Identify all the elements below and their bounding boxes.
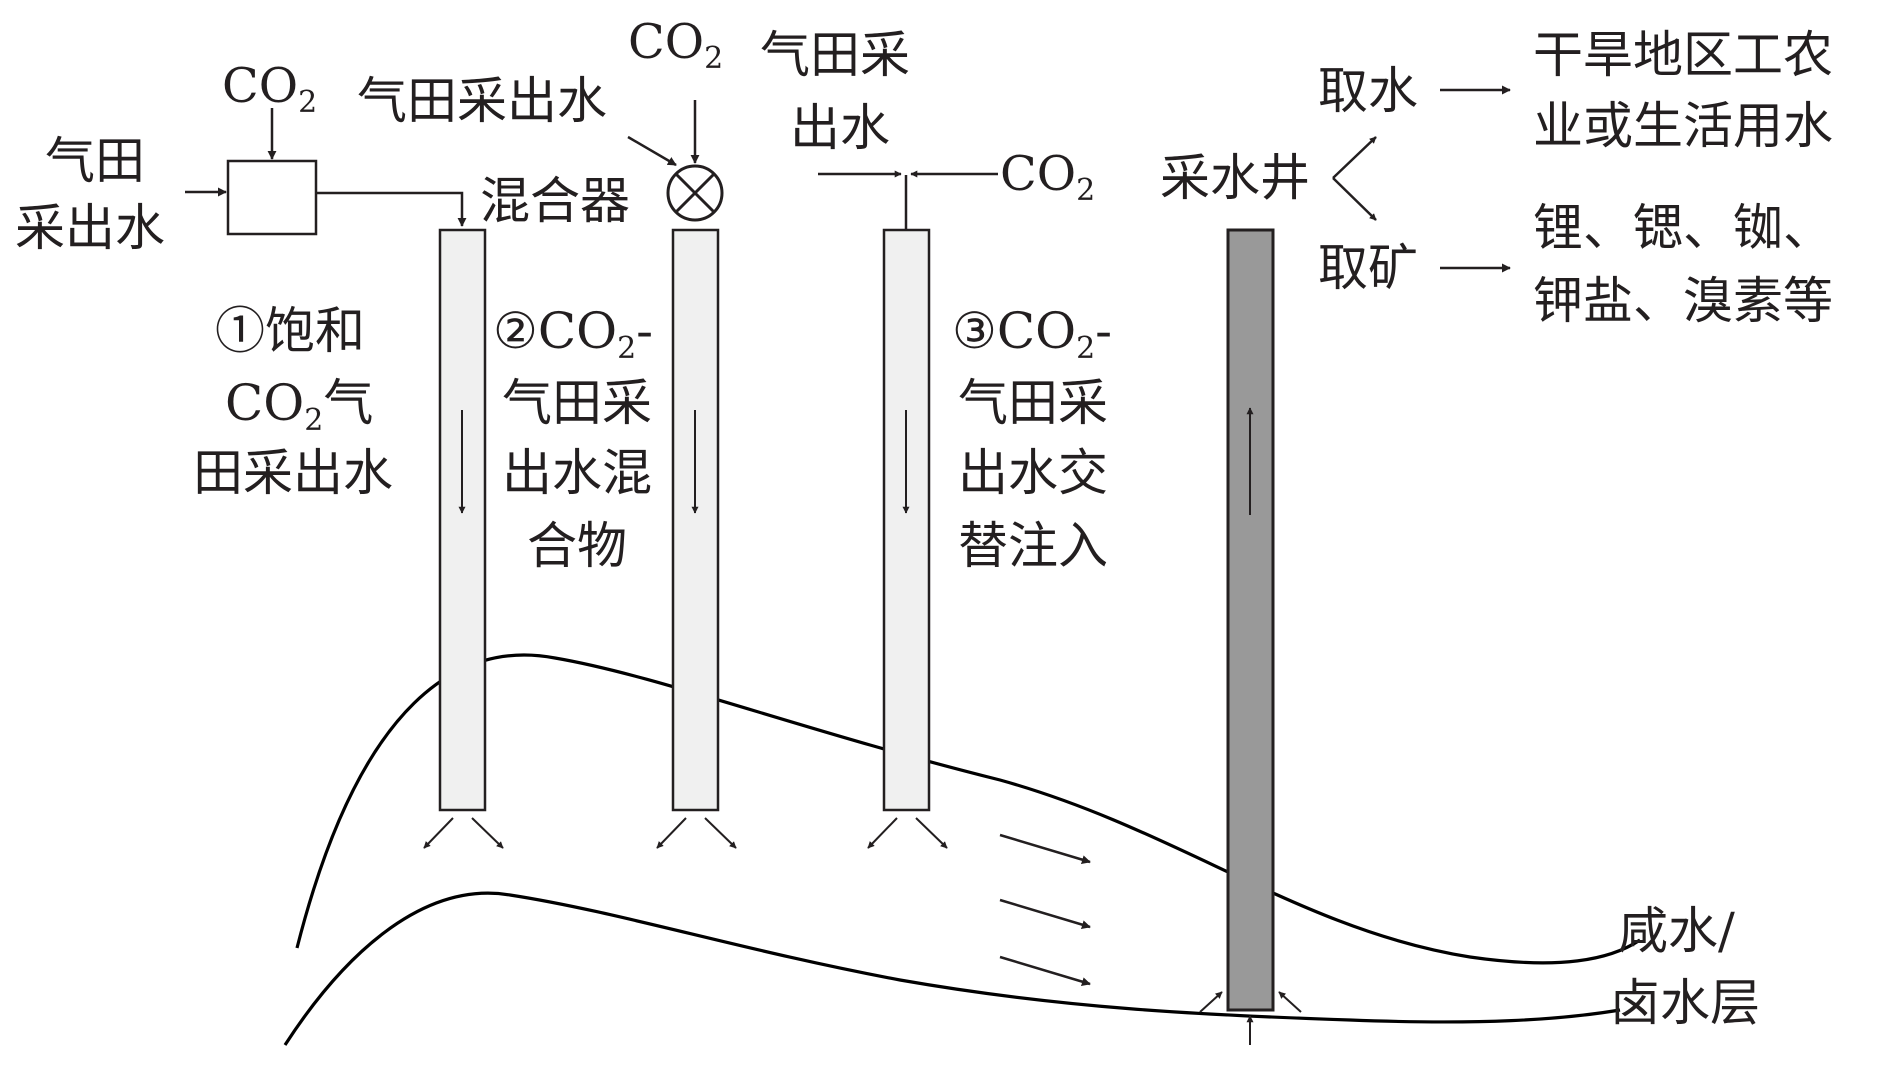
outflow-arrow-2b (704, 817, 737, 849)
outflow-arrow-1b (471, 817, 504, 849)
brine-layer-lower-boundary (283, 891, 1621, 1046)
method3-line4: 替注入 (958, 517, 1108, 575)
mixer-symbol (666, 164, 724, 222)
inflow-arrow-left (1199, 991, 1223, 1013)
method1-line2: CO2气 (225, 374, 373, 438)
method2-line3: 出水混 (502, 444, 652, 502)
inflow-arrow-right (1278, 991, 1302, 1013)
co2-label-mixer: CO2 (628, 14, 723, 76)
tank-to-well1-pipe (316, 191, 467, 227)
method3-line2: 气田采 (958, 374, 1108, 432)
outflow-arrow-1a (423, 817, 454, 849)
brine-layer-label-1: 咸水/ (1618, 902, 1735, 960)
outflow-arrow-2a (656, 817, 687, 849)
gasfield-water-label-col3-1: 气田采 (760, 26, 910, 84)
water-use-line1: 干旱地区工农 (1533, 26, 1833, 84)
brine-layer-label-2: 卤水层 (1610, 974, 1760, 1032)
take-water-label: 取水 (1318, 62, 1418, 120)
gasfield-water-label-col3-2: 出水 (790, 99, 890, 157)
migration-arrow-1 (999, 833, 1091, 864)
minerals-line1: 锂、锶、铷、 (1533, 199, 1833, 257)
outflow-arrow-3a (867, 817, 898, 849)
migration-arrow-3 (999, 955, 1091, 986)
co2-label-tank: CO2 (222, 58, 317, 120)
gasfield-water-into-mixer-arrow (627, 135, 677, 167)
mixer-label: 混合器 (480, 172, 630, 230)
gasfield-water-label-left-1: 气田 (45, 132, 145, 190)
minerals-line2: 钾盐、溴素等 (1533, 272, 1833, 330)
method1-line1: ①饱和 (215, 302, 365, 360)
method3-line3: 出水交 (958, 444, 1108, 502)
injection-well-2 (671, 228, 720, 812)
co2-label-well3: CO2 (1000, 146, 1095, 208)
migration-arrow-2 (999, 898, 1091, 929)
well-label: 采水井 (1160, 149, 1310, 207)
branch-to-take-water (1332, 136, 1377, 179)
injection-well-1 (438, 228, 487, 812)
brine-layer-upper-boundary (295, 653, 1641, 965)
outflow-arrow-3b (915, 817, 948, 849)
branch-to-take-mineral (1332, 177, 1377, 221)
gasfield-water-label-top: 气田采出水 (357, 72, 607, 130)
method1-line3: 田采出水 (193, 444, 393, 502)
method2-line1: ②CO2- (493, 302, 653, 366)
injection-well-3 (882, 228, 931, 812)
saturation-tank (226, 159, 318, 236)
method2-line2: 气田采 (502, 374, 652, 432)
method3-line1: ③CO2- (952, 302, 1112, 366)
production-well (1226, 228, 1275, 1012)
water-use-line2: 业或生活用水 (1533, 97, 1833, 155)
method2-line4: 合物 (527, 517, 627, 575)
take-mineral-label: 取矿 (1318, 239, 1418, 297)
gasfield-water-label-left-2: 采出水 (15, 199, 165, 257)
